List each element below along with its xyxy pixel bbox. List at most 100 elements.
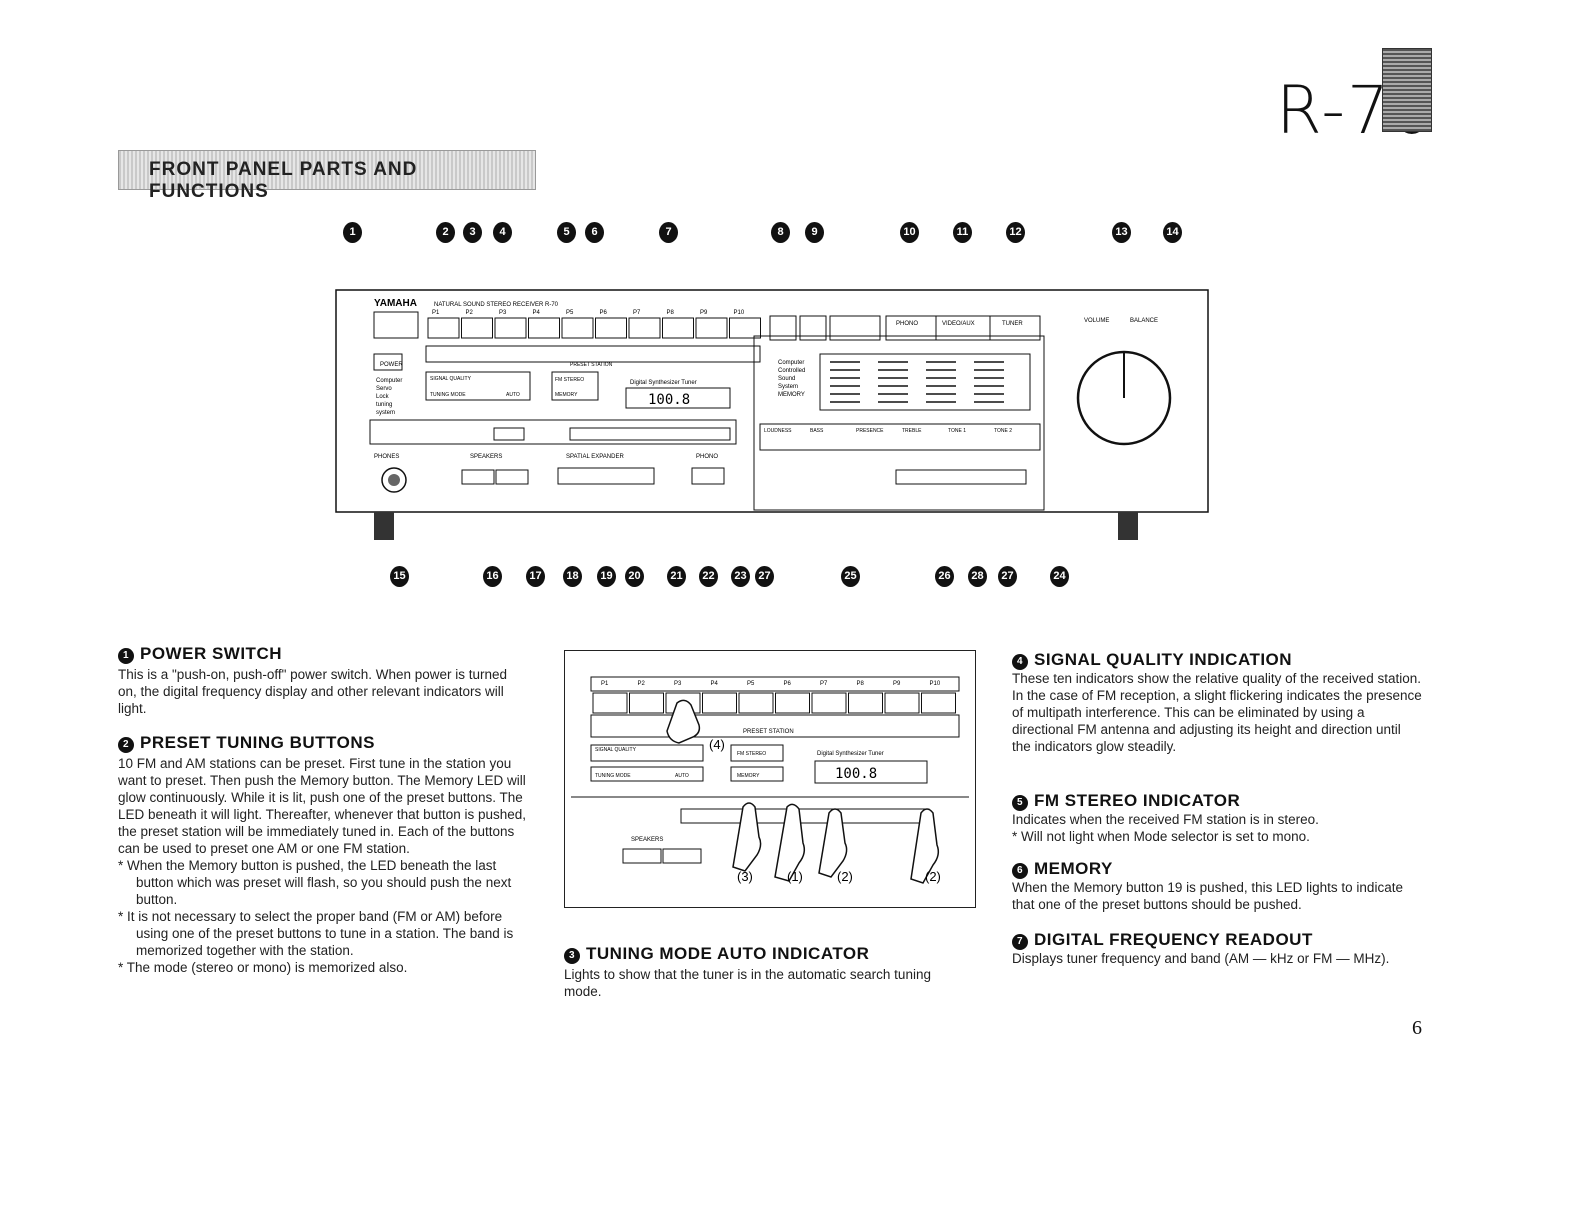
top-callout-6: 7 [659,222,678,243]
svg-text:FM STEREO: FM STEREO [555,377,584,383]
svg-text:Lock: Lock [376,394,390,400]
svg-text:P4: P4 [533,310,541,316]
hand-step-4 [666,699,701,744]
svg-text:P1: P1 [432,310,440,316]
phones-jack[interactable] [381,467,407,493]
svg-text:(2): (2) [837,869,853,884]
speakers-a-button[interactable] [461,469,495,485]
svg-text:PRESENCE: PRESENCE [856,428,884,434]
preset-button-p10[interactable] [729,317,761,339]
svg-text:P5: P5 [566,310,574,316]
hand-step-2a [818,808,848,878]
top-callout-8: 9 [805,222,824,243]
hand-step-1 [774,803,806,882]
svg-text:P10: P10 [930,681,941,687]
power-button[interactable] [373,311,419,339]
tape-mon-2-button[interactable] [799,315,827,341]
chassis [335,289,1209,513]
svg-text:PRESET STATION: PRESET STATION [570,362,613,368]
preset-button-p5[interactable] [561,317,594,339]
top-callout-0: 1 [343,222,362,243]
svg-text:PHONO: PHONO [896,321,918,327]
fm-stereo-note: * Will not light when Mode selector is s… [1012,829,1310,844]
power-label: POWER [380,362,403,368]
svg-text:P7: P7 [820,681,828,687]
top-callout-7: 8 [771,222,790,243]
tuner-button[interactable] [989,315,1041,341]
svg-text:P9: P9 [893,681,901,687]
page-number: 6 [1412,1017,1422,1039]
svg-text:AUTO: AUTO [506,392,520,398]
svg-text:BALANCE: BALANCE [1130,318,1158,324]
bottom-callout-14: 24 [1050,566,1069,587]
svg-text:P5: P5 [747,681,755,687]
svg-text:TONE 2: TONE 2 [994,428,1012,434]
speakers-b-button[interactable] [495,469,529,485]
illus-preset-p6[interactable] [775,692,810,714]
preset-button-p4[interactable] [528,317,560,339]
svg-text:(1): (1) [787,869,803,884]
svg-text:MEMORY: MEMORY [555,392,578,398]
svg-text:TUNING MODE: TUNING MODE [430,392,466,398]
svg-text:P6: P6 [784,681,792,687]
preset-button-p1[interactable] [427,317,460,339]
svg-text:PHONES: PHONES [374,454,399,460]
svg-text:system: system [376,410,395,416]
svg-text:P3: P3 [499,310,507,316]
svg-text:AUTO: AUTO [675,773,689,779]
bottom-callout-2: 17 [526,566,545,587]
svg-text:TUNING MODE: TUNING MODE [595,773,631,779]
illus-preset-p5[interactable] [738,692,774,714]
illus-preset-p7[interactable] [811,692,847,714]
hand-step-2b [910,808,940,884]
svg-text:P4: P4 [711,681,719,687]
preset-button-p6[interactable] [595,317,627,339]
phono-mm-mc-switch[interactable] [691,467,725,485]
svg-text:TUNER: TUNER [1002,321,1023,327]
bottom-callout-5: 20 [625,566,644,587]
preset-button-p7[interactable] [628,317,661,339]
preset-button-p3[interactable] [494,317,527,339]
illus-preset-p8[interactable] [848,692,883,714]
model-block-decoration [1382,48,1432,132]
bottom-callout-0: 15 [390,566,409,587]
svg-text:P3: P3 [674,681,682,687]
svg-text:SPEAKERS: SPEAKERS [470,454,502,460]
svg-text:Servo: Servo [376,386,392,392]
svg-text:P1: P1 [601,681,609,687]
preset-button-p9[interactable] [695,317,728,339]
svg-text:Controlled: Controlled [778,368,805,374]
bottom-callout-6: 21 [667,566,686,587]
bottom-callout-12: 28 [968,566,987,587]
illus-preset-p9[interactable] [884,692,920,714]
fm-stereo-body: Indicates when the received FM station i… [1012,811,1422,845]
svg-text:(2): (2) [925,869,941,884]
top-callout-4: 5 [557,222,576,243]
spatial-expander-switch[interactable] [557,467,655,485]
preset-button-p8[interactable] [662,317,694,339]
illus-preset-p10[interactable] [921,692,956,714]
bottom-callout-11: 26 [935,566,954,587]
svg-text:SIGNAL QUALITY: SIGNAL QUALITY [430,376,472,382]
svg-text:(3): (3) [737,869,753,884]
svg-text:100.8: 100.8 [835,766,877,782]
top-callout-3: 4 [493,222,512,243]
top-callout-2: 3 [463,222,482,243]
illus-preset-p2[interactable] [629,692,664,714]
svg-text:Digital Synthesizer Tuner: Digital Synthesizer Tuner [630,380,697,386]
bottom-callout-13: 27 [998,566,1017,587]
illus-preset-p1[interactable] [592,692,628,714]
svg-text:P7: P7 [633,310,641,316]
top-callout-5: 6 [585,222,604,243]
preset-button-p2[interactable] [461,317,493,339]
preset-note-2: * It is not necessary to select the prop… [118,909,514,958]
svg-text:MEMORY: MEMORY [778,392,805,398]
tape-mon-1-button[interactable] [769,315,797,341]
illus-preset-p4[interactable] [702,692,737,714]
